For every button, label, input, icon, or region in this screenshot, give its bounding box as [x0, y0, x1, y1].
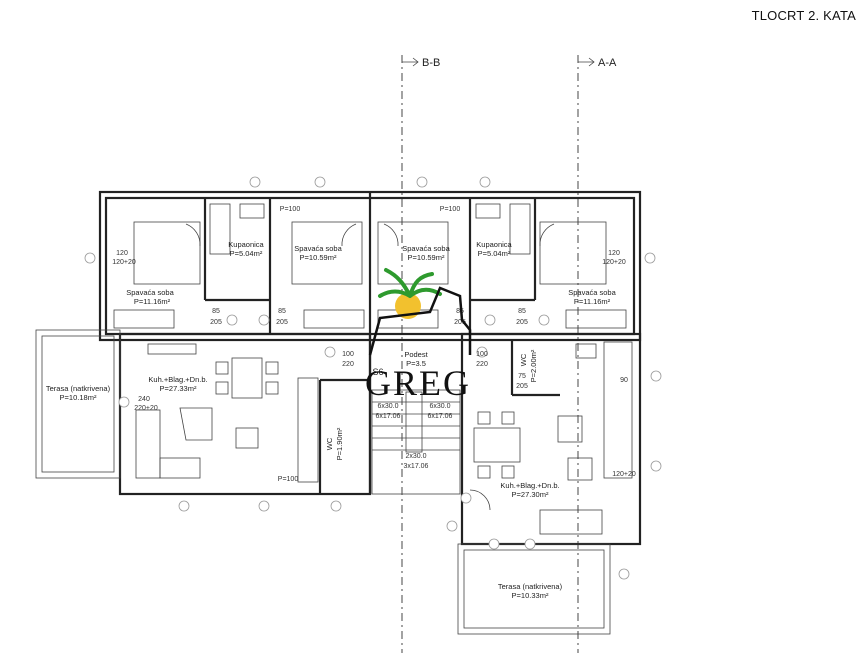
stair-code: S6 [372, 367, 383, 377]
svg-text:3x17.06: 3x17.06 [404, 463, 429, 470]
room-name-bed-mid-right: Spavaća soba [402, 244, 450, 253]
svg-text:120+20: 120+20 [612, 471, 636, 478]
dimension-labels: 120 120+20 120 120+20 P=100 P=100 85 205… [112, 206, 636, 483]
room-name-landing: Podest [404, 350, 428, 359]
svg-text:120: 120 [116, 250, 128, 257]
terrace-left-outline [35, 329, 121, 479]
dimension-markers [84, 176, 662, 580]
svg-text:120+20: 120+20 [112, 259, 136, 266]
room-name-kitchen-right: Kuh.+Blag.+Dn.b. [500, 481, 559, 490]
section-lines: B-B A-A [401, 55, 617, 653]
svg-text:P=11.16m²: P=11.16m² [574, 297, 611, 306]
svg-text:100: 100 [342, 351, 354, 358]
svg-text:85: 85 [518, 308, 526, 315]
svg-text:6x17.06: 6x17.06 [428, 413, 453, 420]
room-name-wc-left: WC [325, 437, 334, 450]
svg-text:P=100: P=100 [280, 206, 301, 213]
kitchen-counter-right [603, 341, 633, 479]
room-name-kitchen-left: Kuh.+Blag.+Dn.b. [148, 375, 207, 384]
svg-text:205: 205 [454, 319, 466, 326]
room-name-terrace-left: Terasa (natkrivena) [46, 384, 111, 393]
logo-text: GREG [365, 363, 471, 403]
kitchen-counter-left [297, 377, 319, 483]
svg-text:P=27.33m²: P=27.33m² [160, 384, 197, 393]
svg-text:100: 100 [476, 351, 488, 358]
svg-text:P=5.04m²: P=5.04m² [230, 249, 263, 258]
svg-text:205: 205 [276, 319, 288, 326]
svg-text:75: 75 [518, 373, 526, 380]
svg-text:85: 85 [212, 308, 220, 315]
svg-text:P=2.00m²: P=2.00m² [529, 349, 538, 382]
section-arrow-aa [578, 57, 595, 67]
svg-text:220: 220 [476, 361, 488, 368]
logo-sun [395, 293, 421, 319]
svg-text:6x30.0: 6x30.0 [429, 403, 450, 410]
svg-text:P=10.59m²: P=10.59m² [300, 253, 337, 262]
svg-text:P=3.5: P=3.5 [406, 359, 426, 368]
svg-text:P=27.30m²: P=27.30m² [512, 490, 549, 499]
svg-text:P=1.90m²: P=1.90m² [335, 427, 344, 460]
svg-text:2x30.0: 2x30.0 [405, 453, 426, 460]
bed-left [133, 221, 201, 285]
coffee-table-left [179, 407, 213, 441]
dining-table-left [231, 357, 263, 399]
room-name-bed-mid-left: Spavaća soba [294, 244, 342, 253]
drawing-title: TLOCRT 2. KATA [751, 8, 856, 23]
svg-text:90: 90 [620, 377, 628, 384]
bed-mid-left [291, 221, 363, 285]
svg-text:6x17.06: 6x17.06 [376, 413, 401, 420]
logo-palm [378, 268, 442, 298]
sofa-right [539, 509, 603, 535]
dining-table-right [473, 427, 521, 463]
terrace-right-inner [463, 549, 605, 629]
room-name-terrace-right: Terasa (natkrivena) [498, 582, 563, 591]
room-name-bed-left: Spavaća soba [126, 288, 174, 297]
section-label-bb: B-B [422, 57, 440, 69]
section-arrow-bb [402, 57, 419, 67]
svg-text:220: 220 [342, 361, 354, 368]
svg-text:205: 205 [516, 319, 528, 326]
svg-text:85: 85 [278, 308, 286, 315]
svg-text:120+20: 120+20 [602, 259, 626, 266]
room-name-bath-right: Kupaonica [476, 240, 512, 249]
svg-text:240: 240 [138, 396, 150, 403]
room-name-bath-left: Kupaonica [228, 240, 264, 249]
bed-right [539, 221, 607, 285]
svg-text:220+20: 220+20 [134, 405, 158, 412]
terrace-left-inner [41, 335, 115, 473]
staircase: 6x30.0 6x17.06 6x30.0 6x17.06 2x30.0 3x1… [371, 367, 461, 495]
watermark-logo: GREG [365, 268, 472, 403]
svg-text:P=100: P=100 [278, 476, 299, 483]
svg-text:6x30.0: 6x30.0 [377, 403, 398, 410]
room-name-wc-right: WC [519, 353, 528, 366]
svg-text:120: 120 [608, 250, 620, 257]
sofa-left [135, 409, 161, 479]
room-labels: Spavaća soba P=11.16m² Kupaonica P=5.04m… [46, 240, 617, 600]
svg-text:P=10.18m²: P=10.18m² [60, 393, 97, 402]
svg-text:P=10.33m²: P=10.33m² [512, 591, 549, 600]
svg-text:P=11.16m²: P=11.16m² [134, 297, 171, 306]
svg-text:P=5.04m²: P=5.04m² [478, 249, 511, 258]
svg-text:205: 205 [210, 319, 222, 326]
section-label-aa: A-A [598, 57, 617, 69]
svg-text:P=100: P=100 [440, 206, 461, 213]
svg-text:P=10.59m²: P=10.59m² [408, 253, 445, 262]
wardrobe-left [113, 309, 175, 329]
room-name-bed-right: Spavaća soba [568, 288, 616, 297]
svg-text:205: 205 [516, 383, 528, 390]
right-apartment-wall [460, 332, 642, 546]
logo-house [368, 286, 472, 356]
